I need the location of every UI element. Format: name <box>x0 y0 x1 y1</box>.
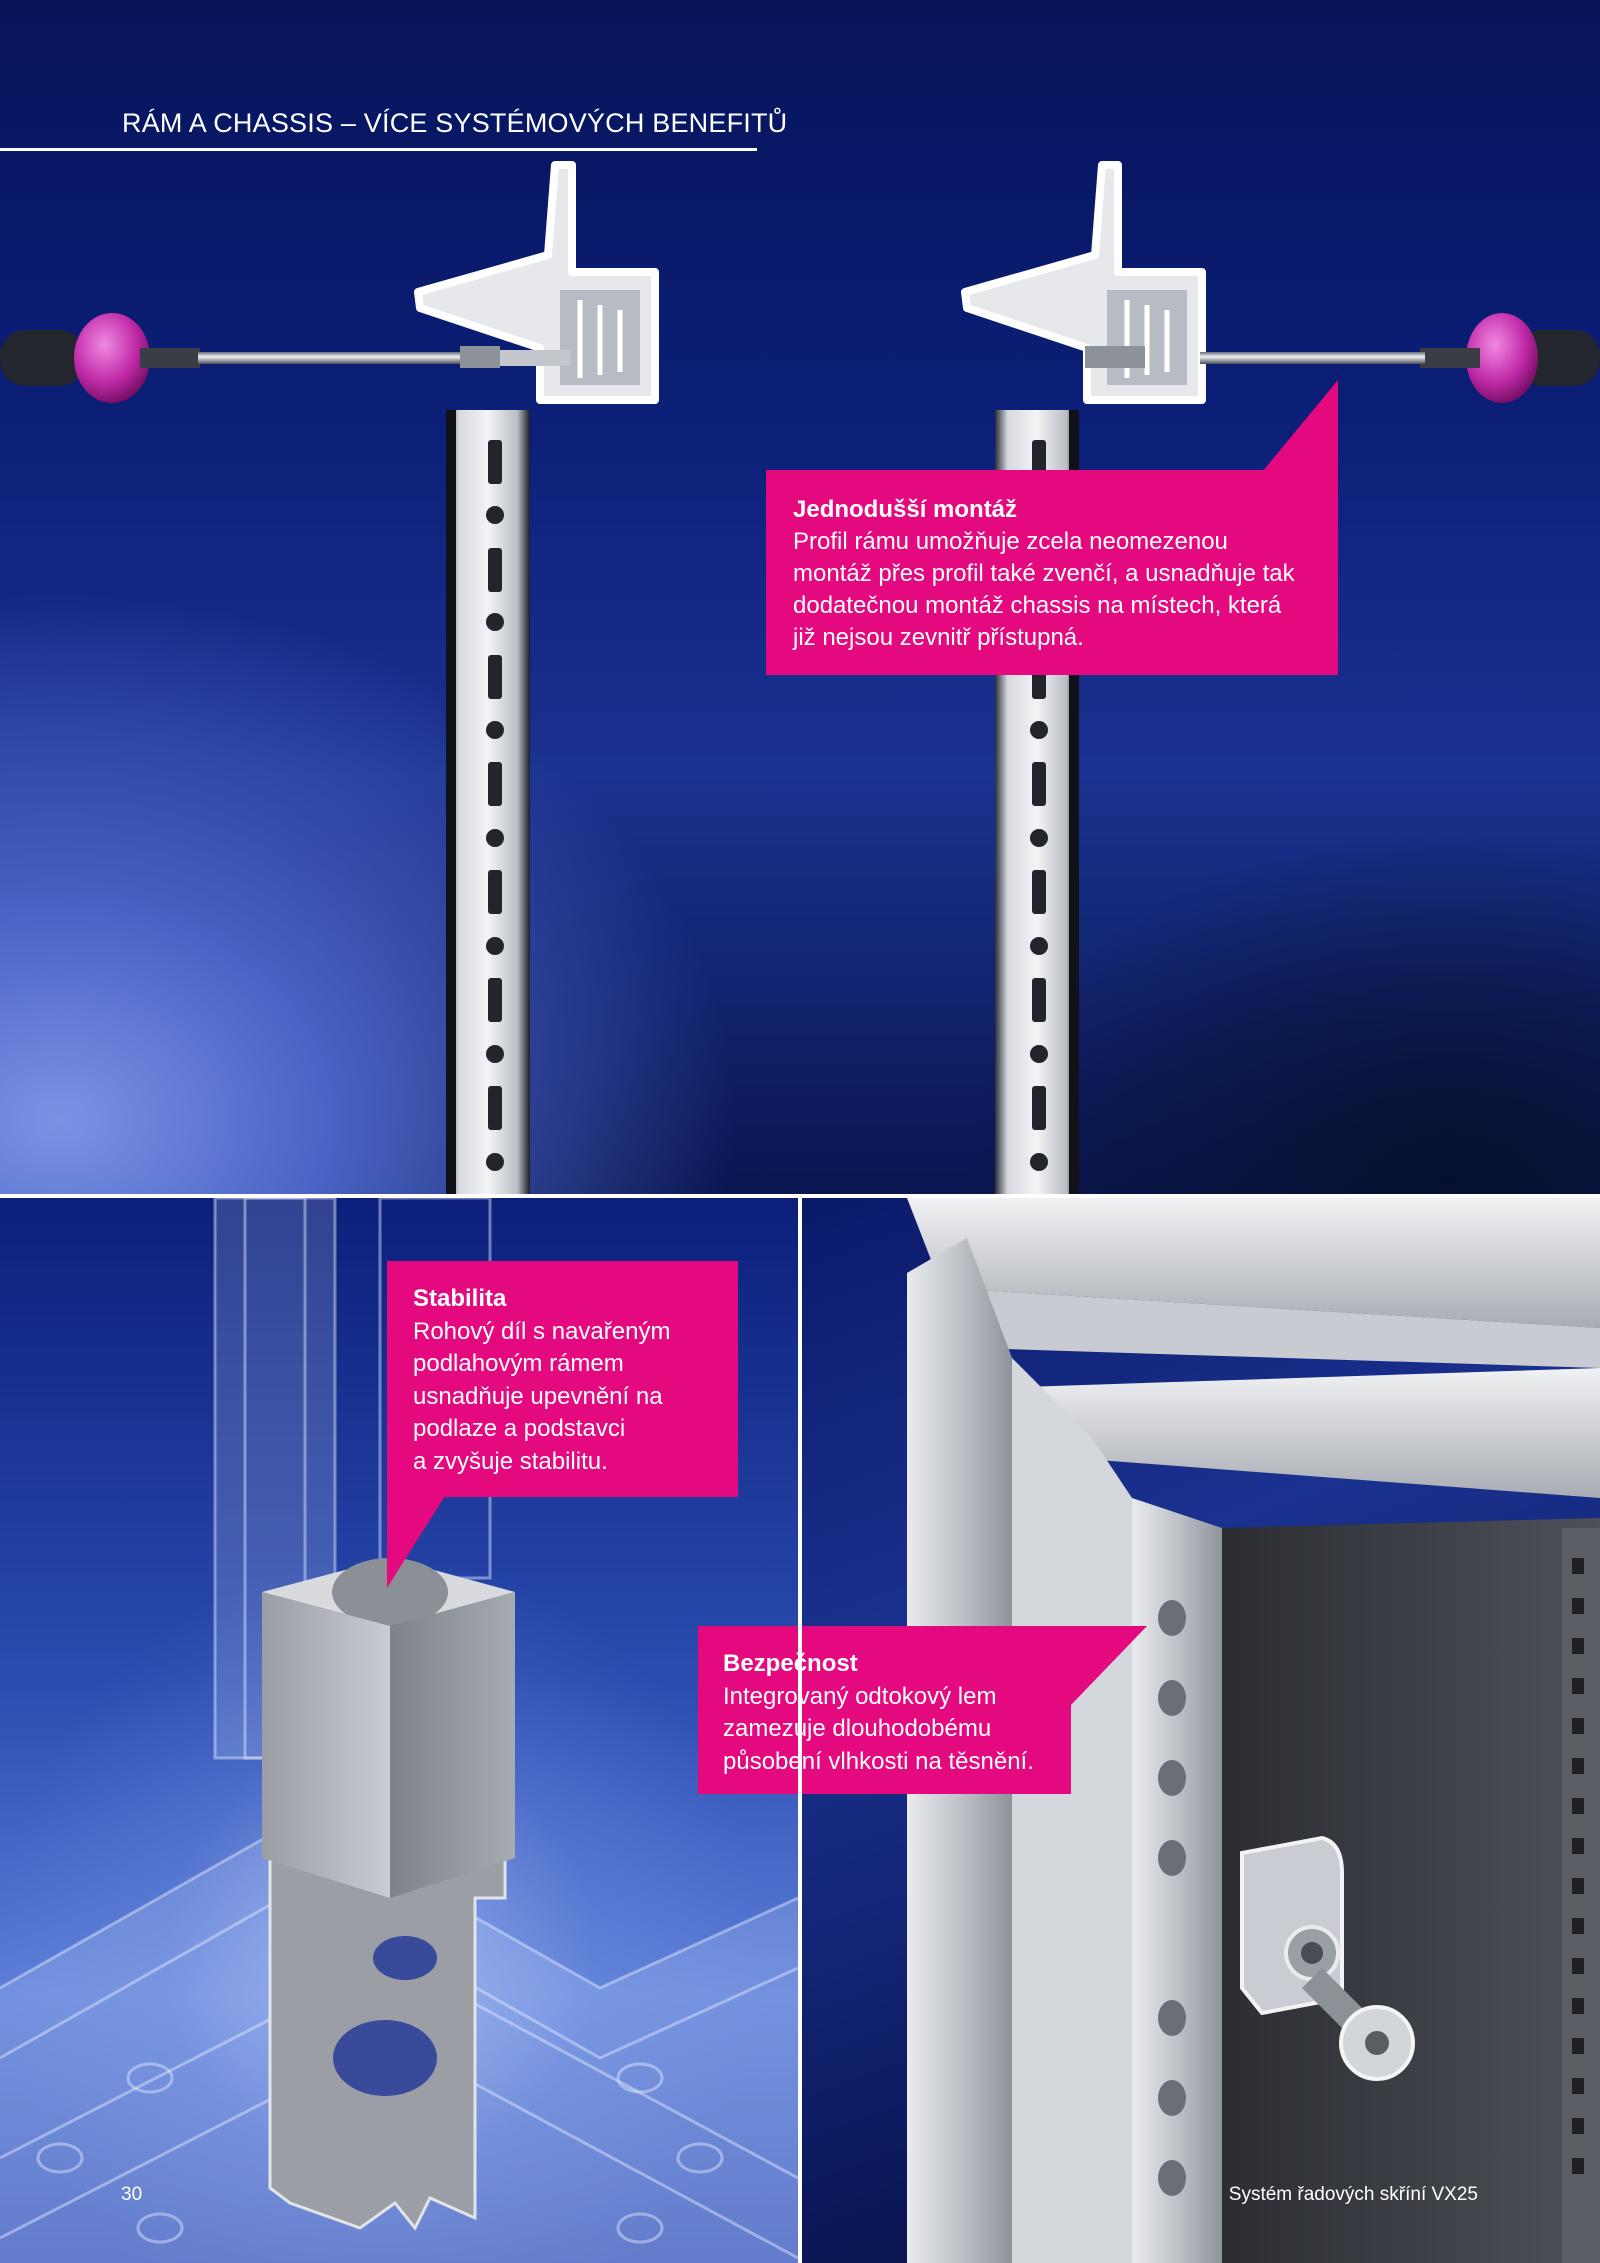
callout-heading: Bezpečnost <box>723 1650 858 1677</box>
page-title: RÁM A CHASSIS – VÍCE SYSTÉMOVÝCH BENEFIT… <box>122 108 788 138</box>
vertical-divider <box>798 1194 802 2263</box>
callout-simpler-mounting: Jednodušší montáž Profil rámu umožňuje z… <box>766 470 1338 675</box>
footer-title: Systém řadových skříní VX25 <box>1228 2184 1478 2205</box>
corner-piece-icon <box>0 1198 798 2263</box>
bottom-left-photo-panel: Stabilita Rohový díl s navařeným podlaho… <box>0 1198 798 2263</box>
screwdriver-icon <box>1085 313 1600 403</box>
callout-body: Rohový díl s navařeným podlahovým rámem … <box>413 1317 671 1475</box>
callout-heading: Jednodušší montáž <box>793 496 1018 523</box>
callout-pointer <box>387 1496 445 1588</box>
top-photo-panel: RÁM A CHASSIS – VÍCE SYSTÉMOVÝCH BENEFIT… <box>0 0 1600 1194</box>
callout-stability: Stabilita Rohový díl s navařeným podlaho… <box>387 1261 738 1497</box>
left-bracket <box>414 161 659 404</box>
callout-body: Profil rámu umožňuje zcela neomezenou mo… <box>793 528 1295 651</box>
callout-heading: Stabilita <box>413 1285 507 1312</box>
right-bracket <box>961 161 1206 404</box>
callout-pointer <box>1262 380 1338 472</box>
page-number: 30 <box>121 2184 143 2205</box>
enclosure-door-icon <box>907 1198 1600 2263</box>
left-rail <box>446 410 530 1194</box>
callout-safety: Bezpečnost Integrovaný odtokový lem zame… <box>698 1626 1071 1794</box>
title-underline <box>0 148 757 151</box>
screwdriver-icon <box>0 313 570 403</box>
bottom-right-photo-panel <box>802 1198 1600 2263</box>
callout-body: Integrovaný odtokový lem zamezuje dlouho… <box>723 1682 1034 1775</box>
